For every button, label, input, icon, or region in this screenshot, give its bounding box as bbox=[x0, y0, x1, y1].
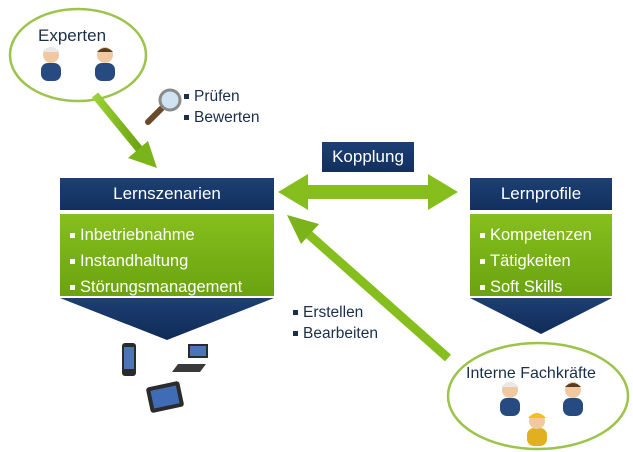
profiles-header: Lernprofile bbox=[470, 178, 612, 210]
profiles-chevron bbox=[470, 298, 612, 334]
experts-title: Experten bbox=[38, 26, 107, 45]
scenarios-header: Lernszenarien bbox=[60, 178, 274, 210]
experts-to-scenarios-arrow bbox=[91, 92, 157, 168]
experts-action: Bewerten bbox=[184, 107, 259, 128]
internal-action: Erstellen bbox=[293, 302, 378, 323]
smartphone-icon bbox=[122, 343, 136, 376]
scenario-item: Instandhaltung bbox=[70, 248, 274, 274]
coupling-label: Kopplung bbox=[322, 142, 414, 172]
internal-title: Interne Fachkräfte bbox=[466, 365, 596, 382]
profile-item: Kompetenzen bbox=[480, 222, 612, 248]
experts-ellipse bbox=[8, 7, 148, 103]
desktop-computer-icon bbox=[172, 344, 208, 372]
experts-actions: Prüfen Bewerten bbox=[184, 86, 259, 128]
expert-engineer-icon bbox=[41, 47, 61, 81]
profile-item: Tätigkeiten bbox=[480, 248, 612, 274]
tablet-icon bbox=[146, 381, 184, 413]
internal-to-scenarios-arrow bbox=[287, 215, 451, 362]
internal-worker-icon bbox=[527, 413, 547, 446]
profiles-list: Kompetenzen Tätigkeiten Soft Skills bbox=[470, 214, 612, 296]
experts-action: Prüfen bbox=[184, 86, 259, 107]
coupling-double-arrow bbox=[278, 174, 458, 210]
internal-actions: Erstellen Bearbeiten bbox=[293, 302, 378, 344]
internal-engineer-icon bbox=[500, 382, 520, 416]
internal-ellipse bbox=[446, 341, 630, 451]
scenario-item: Inbetriebnahme bbox=[70, 222, 274, 248]
scenarios-chevron bbox=[60, 298, 274, 340]
scenarios-list: Inbetriebnahme Instandhaltung Störungsma… bbox=[60, 214, 274, 296]
expert-person-icon bbox=[95, 47, 115, 81]
profile-item: Soft Skills bbox=[480, 274, 612, 300]
internal-person-icon bbox=[563, 382, 583, 416]
scenario-item: Störungsmanagement bbox=[70, 274, 274, 300]
internal-action: Bearbeiten bbox=[293, 323, 378, 344]
magnifier-icon bbox=[145, 88, 182, 125]
